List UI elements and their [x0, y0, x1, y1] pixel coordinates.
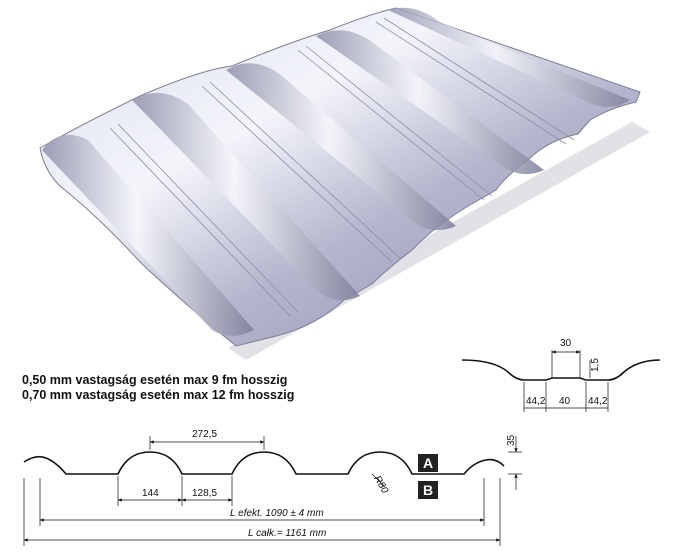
profile-section: 272,5 144 128,5 35 R80 L efekt. 1090 ± 4…	[23, 429, 522, 546]
side-b-box	[418, 481, 438, 499]
detail-left-width: 44,2	[526, 396, 546, 407]
sheet-rib-1	[42, 134, 254, 336]
side-b-label: B	[423, 482, 433, 498]
detail-profile-line	[461, 359, 661, 381]
gap-a-label: 144	[142, 488, 159, 499]
detail-top-width: 30	[560, 338, 572, 349]
profile-line	[23, 451, 505, 475]
sheet-rib-2	[132, 92, 360, 301]
height-label: 35	[506, 434, 517, 446]
side-a-label: A	[423, 455, 433, 471]
sheet-illustration	[39, 7, 650, 360]
radius-label: R80	[371, 474, 390, 496]
pitch-label: 272,5	[192, 429, 217, 440]
effective-width-label: L efekt. 1090 ± 4 mm	[230, 508, 324, 519]
sheet-rib-4	[316, 30, 544, 175]
thickness-note-2: 0,70 mm vastagság esetén max 12 fm hossz…	[22, 388, 295, 402]
gap-b-label: 128,5	[192, 488, 217, 499]
detail-step-height: 1,5	[590, 358, 601, 372]
detail-section: 30 1,5 44,2 40 44,2	[461, 338, 661, 412]
thickness-note-1: 0,50 mm vastagság esetén max 9 fm hosszi…	[22, 373, 288, 387]
sheet-rib-3	[226, 63, 456, 231]
sheet-rib-5	[388, 7, 630, 108]
sheet-stiffener-lines	[109, 17, 575, 317]
detail-middle-width: 40	[559, 396, 571, 407]
detail-right-width: 44,2	[588, 396, 608, 407]
side-a-box	[418, 454, 438, 472]
total-width-label: L całk.= 1161 mm	[248, 528, 326, 539]
